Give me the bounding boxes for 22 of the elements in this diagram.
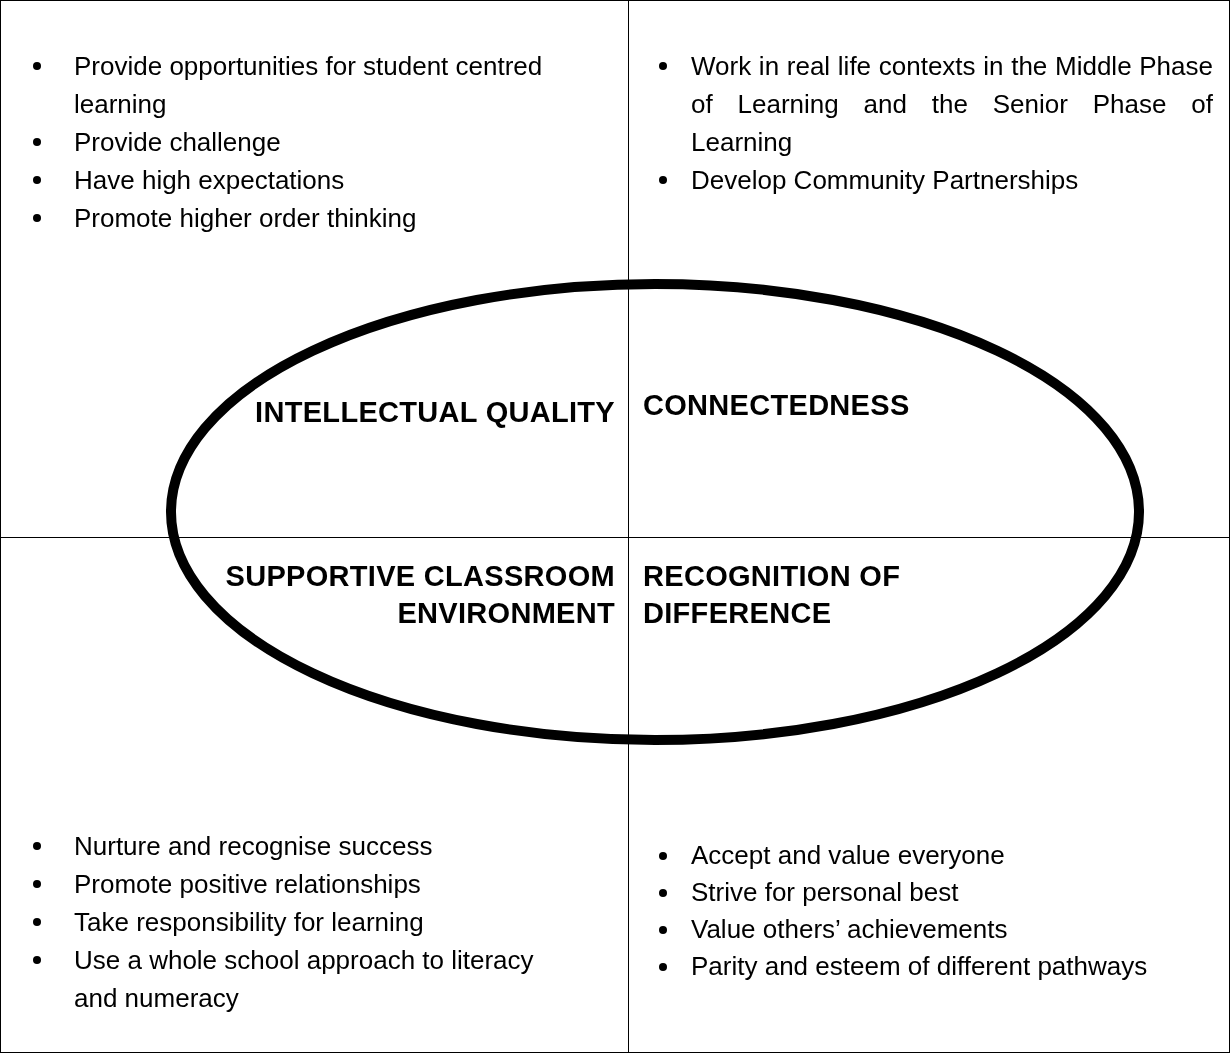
bullet-item: Accept and value everyone xyxy=(653,837,1173,874)
quadrant-heading: INTELLECTUAL QUALITY xyxy=(254,395,615,430)
quadrant-cell xyxy=(628,0,1230,538)
bullet-item: Develop Community Partnerships xyxy=(653,161,1213,199)
bullet-item: Parity and esteem of different pathways xyxy=(653,948,1173,985)
quadrant-cell xyxy=(628,537,1230,1053)
quadrant-heading: RECOGNITION OF DIFFERENCE xyxy=(643,559,902,631)
bullet-item: Promote positive relationships xyxy=(27,865,547,903)
bullet-item: Value others’ achievements xyxy=(653,911,1173,948)
quadrant-heading: CONNECTEDNESS xyxy=(643,388,911,423)
bullet-item: Work in real life contexts in the Middle Phase of Learning and the Senior Phase of Learning xyxy=(653,47,1213,161)
bullet-item: Take responsibility for learning xyxy=(27,903,547,941)
bullet-item: Have high expectations xyxy=(27,161,547,199)
quadrant-heading: SUPPORTIVE CLASSROOM ENVIRONMENT xyxy=(224,559,615,631)
bullet-item: Provide challenge xyxy=(27,123,547,161)
quadrant-cell xyxy=(0,0,629,538)
bullet-item: Use a whole school approach to literacy and numeracy xyxy=(27,941,547,1017)
quadrant-cell xyxy=(0,537,629,1053)
bullet-item: Strive for personal best xyxy=(653,874,1173,911)
bullet-item: Promote higher order thinking xyxy=(27,199,547,237)
bullet-item: Nurture and recognise success xyxy=(27,827,547,865)
bullet-item: Provide opportunities for student centred learning xyxy=(27,47,547,123)
